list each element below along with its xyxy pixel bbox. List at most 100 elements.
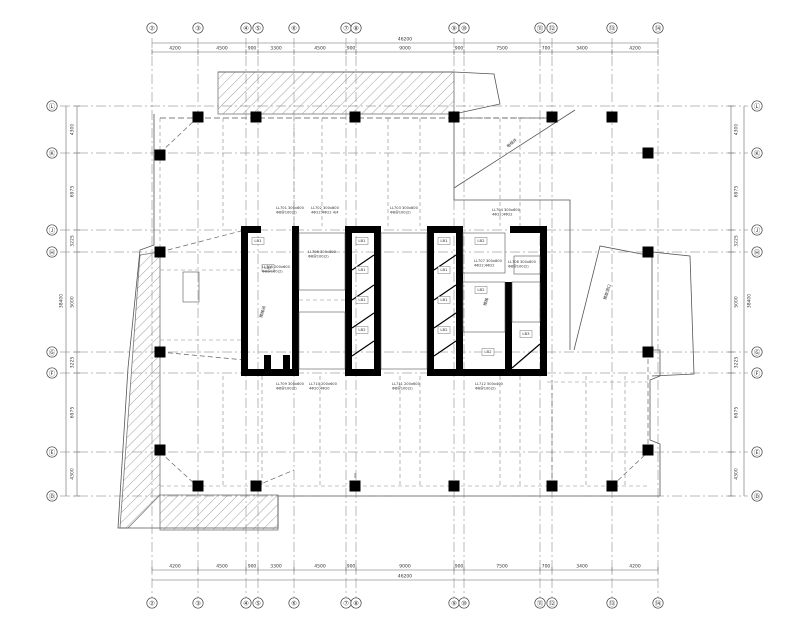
bubble-label: ③ <box>195 600 201 608</box>
shaft-diagonals <box>351 254 541 369</box>
room-label-box <box>355 266 369 274</box>
column <box>448 111 460 123</box>
bubble-label: Ⓖ <box>49 349 56 357</box>
bubble-circle <box>652 597 664 609</box>
outline-perimeter <box>117 114 695 529</box>
shear-wall <box>456 226 463 376</box>
grid-bubble: Ⓗ <box>46 246 58 258</box>
bubble-label: ⑩ <box>461 600 467 608</box>
grid-bubble: ⑩ <box>458 597 470 609</box>
bubble-circle <box>46 346 58 358</box>
bubble-circle <box>751 224 763 236</box>
grid-bubble: Ⓖ <box>751 346 763 358</box>
dim-total: 38400 <box>59 294 65 308</box>
shear-wall <box>345 226 381 233</box>
bubble-label: Ⓕ <box>754 370 761 378</box>
grid-bubble: ⑥ <box>288 597 300 609</box>
grid-bubble: ③ <box>192 597 204 609</box>
grid-bubble: ⑧ <box>350 597 362 609</box>
core-rooms <box>182 232 541 370</box>
room-label-box <box>481 348 495 356</box>
column <box>642 346 654 358</box>
dim-label: 900 <box>347 564 356 570</box>
column <box>154 246 166 258</box>
bubble-circle <box>751 367 763 379</box>
room-label-box <box>474 237 488 245</box>
bubble-circle <box>240 22 252 34</box>
dim-label: 4500 <box>216 46 228 52</box>
beam-note-line1: LL702 300x800 <box>311 206 340 210</box>
beam-note-line2: Φ8@100(2) <box>276 387 297 391</box>
column <box>154 346 166 358</box>
dim-label: 4200 <box>629 564 641 570</box>
bubble-circle <box>46 367 58 379</box>
diag-label: 楼梯间 <box>257 305 266 318</box>
hatch-top <box>217 71 455 115</box>
room-label: LB1 <box>440 297 448 302</box>
shear-wall <box>540 226 547 376</box>
dim-label: 900 <box>248 564 257 570</box>
grid-bubble: ⑥ <box>288 22 300 34</box>
room <box>511 281 541 323</box>
dim-label: 6975 <box>70 407 76 419</box>
beam-note-line2: Φ8@100(2) <box>508 265 529 269</box>
bubble-label: ⑩ <box>461 25 467 33</box>
brace <box>159 451 198 487</box>
dim-label: 4500 <box>314 46 326 52</box>
shaft-line <box>351 284 375 301</box>
dim-total: 38400 <box>747 294 753 308</box>
beam-note-line2: Φ8@100(2) <box>276 211 297 215</box>
grid-bubble: Ⓓ <box>46 490 58 502</box>
dim-label: 9000 <box>399 46 411 52</box>
bubble-label: ⑪ <box>537 25 544 33</box>
bubble-label: Ⓔ <box>49 449 56 457</box>
column <box>250 480 262 492</box>
room-label: LB1 <box>440 238 448 243</box>
beam-note-line1: LL701 300x800 <box>276 206 305 210</box>
column <box>349 480 361 492</box>
grid-bubble: ⑬ <box>606 22 618 34</box>
room-label: LB2 <box>477 238 485 243</box>
room-label: LB3 <box>264 265 272 270</box>
bubble-circle <box>46 147 58 159</box>
grid-bubble: Ⓗ <box>751 246 763 258</box>
bubble-label: Ⓓ <box>754 493 761 501</box>
outline-diag-right <box>573 245 653 351</box>
beam-note-line2: 4Φ20;4Φ20 <box>309 387 330 391</box>
dim-label: 900 <box>455 46 464 52</box>
dim-label: 3300 <box>270 46 282 52</box>
brace <box>159 229 246 253</box>
columns <box>154 111 654 492</box>
column <box>606 111 618 123</box>
beam-note-line1: LL711 200x600 <box>392 382 421 386</box>
room <box>462 232 506 274</box>
grid-bubble: Ⓔ <box>46 446 58 458</box>
room-label-box <box>251 237 265 245</box>
shear-wall <box>283 355 290 369</box>
grid-bubble: Ⓚ <box>46 147 58 159</box>
secondary-beams <box>159 118 648 487</box>
dim-label: 3225 <box>70 357 76 369</box>
diag-label: 电梯井 <box>505 136 518 148</box>
brace <box>611 451 649 487</box>
room-label: LB2 <box>477 287 485 292</box>
diag-label: 楼板洞口 <box>601 283 612 300</box>
shear-wall <box>427 226 434 376</box>
bubble-circle <box>288 22 300 34</box>
room-label-box <box>355 326 369 334</box>
beam-note-line1: LL710 200x600 <box>309 382 338 386</box>
dim-label: 4300 <box>70 124 76 136</box>
beam-note-line1: LL709 300x800 <box>276 382 305 386</box>
shear-wall <box>427 369 547 376</box>
bubble-label: Ⓕ <box>49 370 56 378</box>
beam-note-line2: Φ8@100(2) <box>392 387 413 391</box>
bubble-circle <box>46 490 58 502</box>
grid-bubble: Ⓕ <box>751 367 763 379</box>
dim-label: 4300 <box>734 124 740 136</box>
